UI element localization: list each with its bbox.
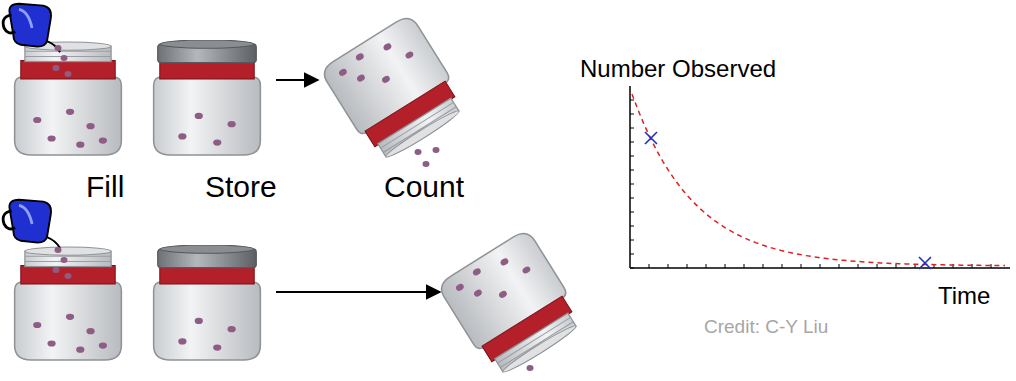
tick — [706, 264, 707, 268]
step-label: Store — [205, 170, 277, 203]
tick — [744, 264, 745, 268]
count-jar — [320, 13, 470, 165]
tick — [630, 254, 634, 255]
tick — [630, 240, 634, 241]
flow-arrow — [276, 79, 318, 81]
tick — [630, 156, 634, 157]
tick — [630, 170, 634, 171]
tick — [725, 264, 726, 268]
tick — [649, 264, 650, 268]
axis-label: Time — [938, 283, 990, 309]
tick — [839, 264, 840, 268]
tick — [630, 226, 634, 227]
tick — [630, 212, 634, 213]
tick — [630, 142, 634, 143]
y-axis — [629, 86, 631, 268]
tick — [630, 114, 634, 115]
tick — [801, 264, 802, 268]
step-label: Count — [384, 170, 464, 203]
decay-curve — [632, 94, 1005, 266]
store-jar — [154, 245, 261, 360]
tick — [896, 264, 897, 268]
tick — [782, 264, 783, 268]
fill-jar — [15, 42, 122, 155]
store-jar — [154, 40, 261, 155]
axis-label: Number Observed — [580, 56, 776, 82]
falling-beads — [53, 45, 72, 77]
data-points — [645, 132, 931, 269]
count-jar — [437, 228, 587, 380]
tick — [630, 184, 634, 185]
step-label: Fill — [86, 170, 124, 203]
tick — [763, 264, 764, 268]
tick — [630, 100, 634, 101]
decay-chart — [630, 86, 1010, 269]
spilled-beads — [527, 365, 534, 371]
tick — [630, 198, 634, 199]
axis-ticks — [630, 100, 991, 268]
credit-note: Credit: C-Y Liu — [704, 317, 828, 338]
pitcher — [3, 4, 60, 53]
pitcher — [3, 200, 60, 249]
tick — [877, 264, 878, 268]
data-point — [645, 132, 657, 144]
tick — [668, 264, 669, 268]
tick — [630, 128, 634, 129]
falling-beads — [53, 247, 72, 279]
tick — [820, 264, 821, 268]
tick — [991, 264, 992, 268]
flow-arrow — [276, 291, 440, 293]
tick — [687, 264, 688, 268]
tick — [630, 268, 634, 269]
spilled-beads — [415, 147, 440, 167]
data-point — [919, 257, 931, 269]
tick — [858, 264, 859, 268]
fill-jar — [15, 247, 122, 360]
